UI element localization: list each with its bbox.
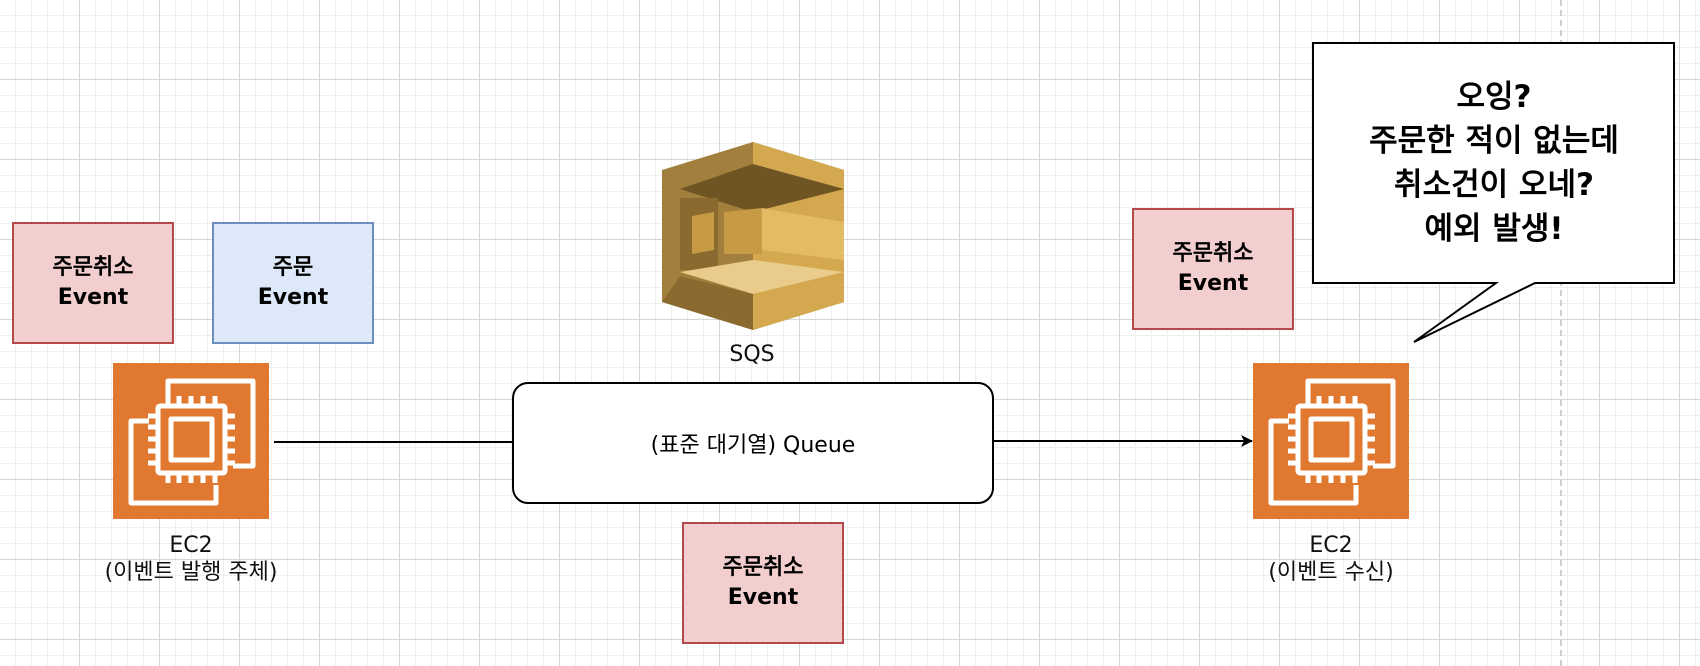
sqs-icon[interactable] [662,142,844,330]
event-title: 주문취소 [1172,241,1254,266]
in-flight-cancel-event[interactable]: 주문취소 Event [682,522,844,644]
callout-line: 오잉? [1456,79,1532,115]
callout-line: 주문한 적이 없는데 [1369,123,1619,159]
caption-title: EC2 [1309,533,1353,558]
event-title: 주문취소 [722,555,804,580]
ec2-publisher-caption: EC2 (이벤트 발행 주체) [91,532,291,586]
ec2-publisher-icon[interactable] [113,363,269,519]
callout-line: 예외 발생! [1424,211,1564,247]
caption-subtitle: (이벤트 수신) [1268,560,1394,585]
ec2-icon [1268,378,1396,506]
caption-subtitle: (이벤트 발행 주체) [104,560,278,585]
caption-title: EC2 [169,533,213,558]
event-subtitle: Event [1177,271,1249,296]
event-title: 주문취소 [52,255,134,280]
queue-label: (표준 대기열) Queue [650,433,856,458]
speech-bubble-text[interactable]: 오잉? 주문한 적이 없는데 취소건이 오네? 예외 발생! [1314,44,1674,282]
sqs-label: SQS [729,342,775,367]
callout-line: 취소건이 오네? [1394,167,1594,203]
event-title: 주문 [272,255,314,280]
publisher-cancel-event[interactable]: 주문취소 Event [12,222,174,344]
consumer-cancel-event[interactable]: 주문취소 Event [1132,208,1294,330]
event-subtitle: Event [57,285,129,310]
event-subtitle: Event [257,285,329,310]
ec2-consumer-icon[interactable] [1253,363,1409,519]
event-subtitle: Event [727,585,799,610]
standard-queue[interactable]: (표준 대기열) Queue [512,382,994,504]
ec2-consumer-caption: EC2 (이벤트 수신) [1231,532,1431,586]
publisher-order-event[interactable]: 주문 Event [212,222,374,344]
ec2-icon [128,378,256,506]
